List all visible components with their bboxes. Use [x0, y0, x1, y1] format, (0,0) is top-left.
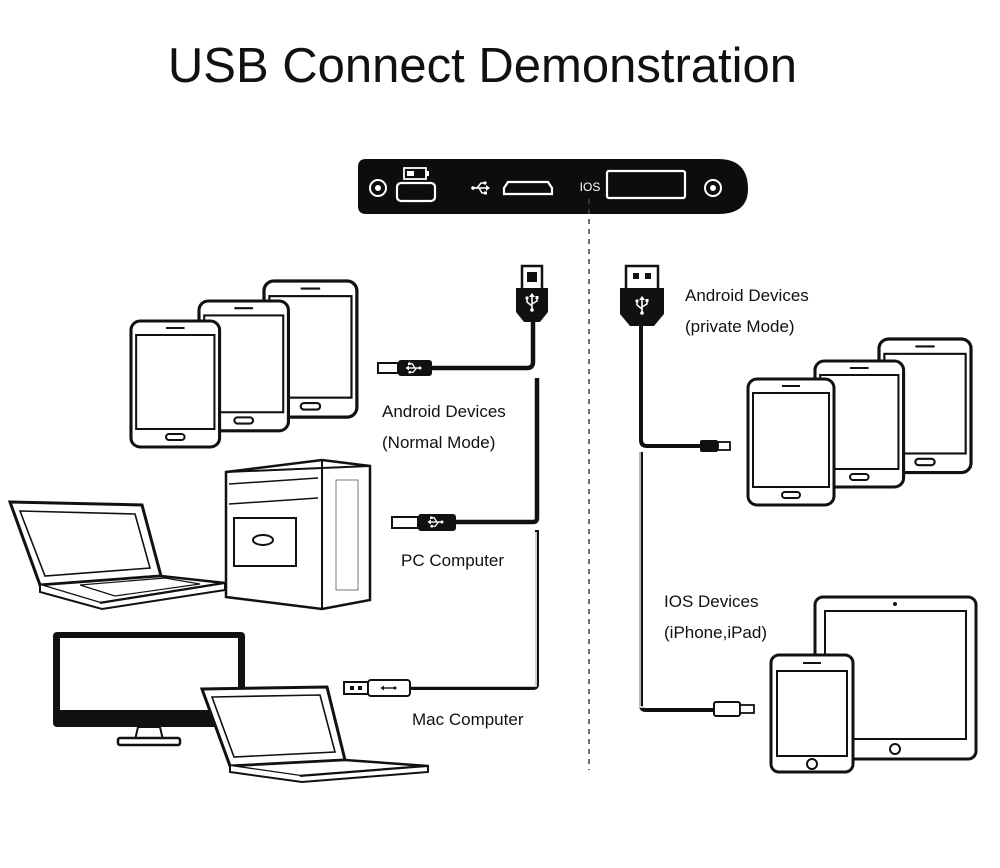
ios-port-label: IOS [580, 180, 601, 194]
usb-c-port [395, 181, 437, 203]
usb-a-port-icon [605, 169, 687, 200]
left-usb-plug [516, 264, 548, 322]
label-ios-devices: IOS Devices (iPhone,iPad) [664, 592, 768, 642]
iphone [769, 653, 855, 774]
label-pc: PC Computer [401, 551, 504, 570]
battery-icon [403, 167, 429, 180]
cable-android-normal [377, 322, 536, 376]
label-mac: Mac Computer [412, 710, 524, 729]
label-android-private: Android Devices (private Mode) [685, 286, 809, 336]
power-bank-panel: IOS [358, 159, 748, 214]
laptop-mac [199, 685, 429, 784]
label-android-normal: Android Devices (Normal Mode) [382, 402, 506, 452]
pc-tower [224, 458, 372, 611]
android-phone-right-group [746, 337, 973, 507]
cable-mac [343, 530, 539, 697]
micro-usb-port-icon [502, 180, 554, 196]
screw-icon [369, 179, 387, 197]
cable-pc [391, 378, 540, 531]
page-title: USB Connect Demonstration [167, 39, 798, 93]
android-phone-left-group [129, 279, 359, 449]
laptop-pc [7, 500, 226, 611]
cable-android-private [639, 326, 731, 452]
screw-icon [704, 179, 722, 197]
cable-ios [639, 452, 755, 717]
right-usb-plug [620, 264, 664, 326]
